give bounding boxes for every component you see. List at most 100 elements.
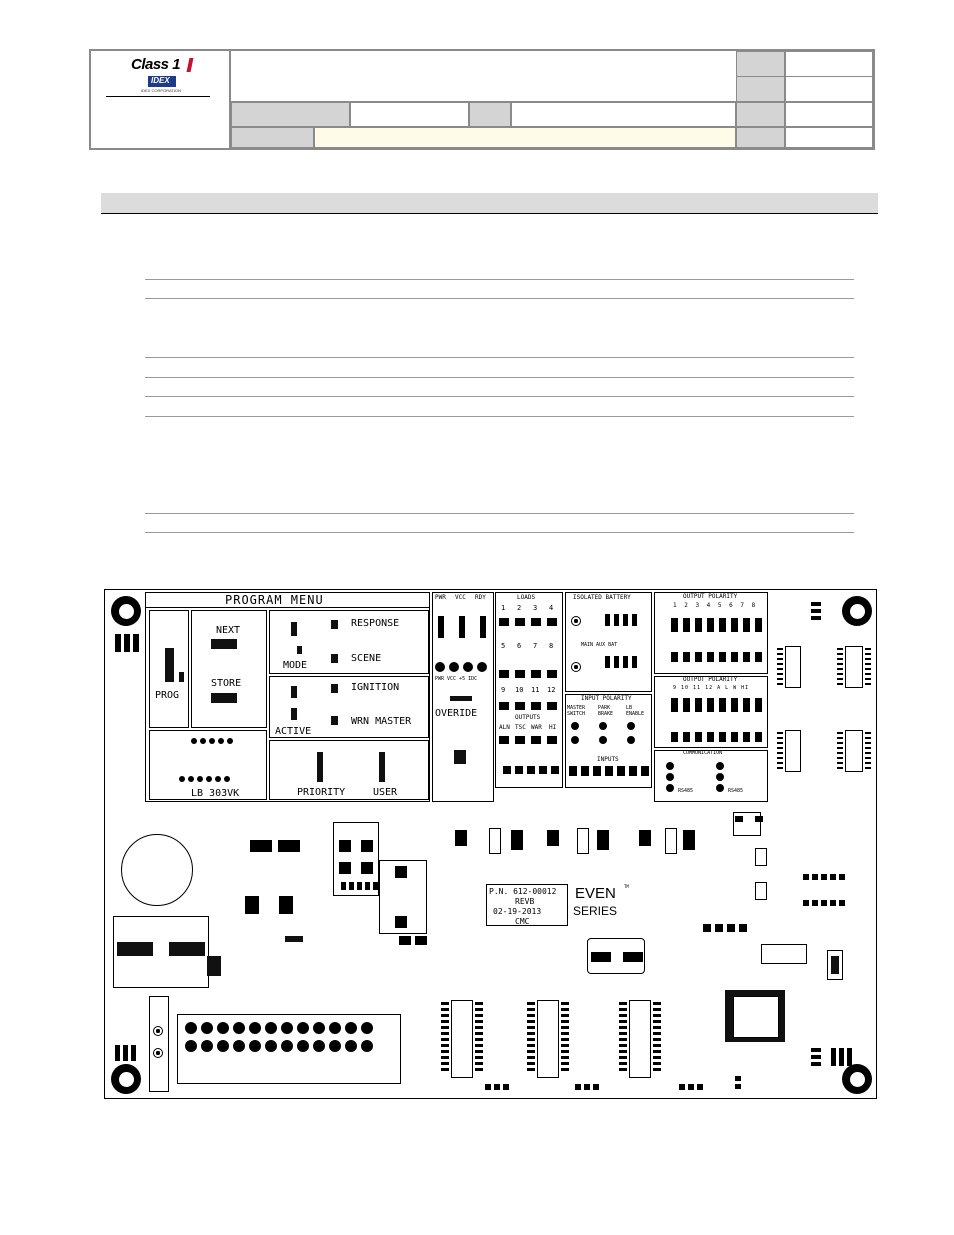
outputs-col: WAR xyxy=(531,724,542,731)
response-led-icon xyxy=(331,620,338,629)
loads-leds xyxy=(499,618,557,626)
loads-row-3: 11 xyxy=(531,686,540,694)
meta-label-2 xyxy=(736,76,785,102)
row4-label xyxy=(231,127,314,148)
lb-enable-label: LB ENABLE xyxy=(626,705,645,717)
comm-test-points-b xyxy=(716,762,724,792)
pwr-label: PWR xyxy=(435,594,446,601)
output-polarity-panel-1 xyxy=(654,592,768,674)
outputs-col: TSC xyxy=(515,724,526,731)
circuit-board-diagram: PROGRAM MENU PROG NEXT STORE LB 303VK RE… xyxy=(104,589,877,1099)
loads-row-3: 12 xyxy=(547,686,556,694)
rs485-a-label: RS485 xyxy=(678,788,694,794)
active-led-icon xyxy=(291,708,297,720)
loads-leds xyxy=(499,702,557,710)
meta-label-3 xyxy=(736,102,785,127)
table-rule xyxy=(145,513,854,514)
ic-pins xyxy=(865,732,871,769)
mounting-hole-icon xyxy=(842,1064,872,1094)
outputs-leds xyxy=(503,766,559,774)
outputs-leds xyxy=(499,736,557,744)
mounting-hole-icon xyxy=(111,596,141,626)
loads-leds xyxy=(499,670,557,678)
bottom-smd-parts xyxy=(485,1084,509,1090)
part-number-text: P.N. 612-00012 xyxy=(489,887,557,896)
table-rule xyxy=(145,416,854,417)
test-points xyxy=(435,662,487,672)
comm-test-points-a xyxy=(666,762,674,792)
meta-value-3 xyxy=(785,102,873,127)
relay-outline xyxy=(761,944,807,964)
table-rule xyxy=(145,377,854,378)
mode-switch-icon xyxy=(291,622,297,636)
electrolytic-cap-outline xyxy=(587,938,645,974)
output-polarity-2-neg-jumpers xyxy=(671,732,762,742)
dip-pins xyxy=(619,1002,627,1071)
diode-pads xyxy=(399,936,427,945)
wrn-master-label: WRN MASTER xyxy=(351,716,412,727)
loads-panel xyxy=(495,592,563,788)
dip-pins xyxy=(441,1002,449,1071)
output-polarity-2-pos-jumpers xyxy=(671,698,762,712)
loads-row-2: 5 xyxy=(501,642,506,650)
idex-corp-text: IDEX CORPORATION xyxy=(141,88,181,93)
bottom-smd-parts xyxy=(575,1084,599,1090)
loads-row-1: 3 xyxy=(533,604,538,612)
status-leds xyxy=(438,616,486,638)
dip-ic xyxy=(451,1000,473,1078)
ic-pins xyxy=(837,648,843,685)
loads-row-1: 4 xyxy=(549,604,554,612)
ignition-led-icon xyxy=(331,684,338,693)
lb-model-label: LB 303VK xyxy=(191,788,240,799)
component-cluster xyxy=(831,1048,852,1066)
component-cluster xyxy=(115,634,139,652)
lb-connector-block xyxy=(149,730,267,800)
output-polarity-1-numbers: 1 2 3 4 5 6 7 8 xyxy=(673,602,758,609)
inputs-leds xyxy=(569,766,649,776)
pwr-vcc-label: PWR VCC +5 IDC xyxy=(435,676,478,682)
power-status-panel xyxy=(432,592,494,802)
outputs-col: HI xyxy=(549,724,557,731)
battery-test-point-icon xyxy=(571,662,581,672)
output-polarity-2-numbers: 9 10 11 12 A L W HI xyxy=(673,685,750,691)
capacitor-icon xyxy=(169,942,205,956)
side-connector-pin-icon xyxy=(153,1048,163,1058)
next-label: NEXT xyxy=(216,625,241,636)
output-polarity-panel-2 xyxy=(654,676,768,748)
ic-pins xyxy=(837,732,843,769)
ic-chip xyxy=(785,730,801,772)
meta-label-1 xyxy=(736,51,785,77)
response-label: RESPONSE xyxy=(351,618,400,629)
idex-text: IDEX xyxy=(151,76,170,85)
output-polarity-1-pos-jumpers xyxy=(671,618,762,632)
rs485-b-label: RS485 xyxy=(728,788,744,794)
logo-cell: Class 1 IDEX IDEX CORPORATION xyxy=(91,51,231,148)
ic-chip xyxy=(845,730,863,772)
fuse-outline xyxy=(827,950,843,980)
output-polarity-1-title: OUTPUT POLARITY xyxy=(683,593,738,600)
dip-ic xyxy=(537,1000,559,1078)
mode-led-icon xyxy=(297,646,302,654)
inputs-title: INPUTS xyxy=(597,756,619,763)
isolated-battery-panel xyxy=(565,592,652,692)
capacitor-icon xyxy=(117,942,153,956)
smd-ic-row xyxy=(455,830,651,846)
priority-user-block xyxy=(269,740,429,800)
prog-led-icon xyxy=(179,672,184,682)
class1-logo: Class 1 xyxy=(131,56,194,74)
meta-value-4 xyxy=(785,127,873,148)
next-store-block xyxy=(191,610,267,728)
dip-pins xyxy=(561,1002,569,1071)
regulator-pads xyxy=(250,840,300,852)
row3-label-a xyxy=(231,102,350,127)
section-heading-bar xyxy=(101,193,878,214)
series-logo-text: SERIES xyxy=(573,904,618,918)
prog-switch-icon xyxy=(165,648,174,682)
bridge-pads xyxy=(341,882,378,890)
ic-pins xyxy=(865,648,871,685)
right-smd-parts xyxy=(803,874,845,880)
even-logo-text: EVEN xyxy=(575,885,616,902)
transformer-pads xyxy=(395,866,407,928)
priority-switch-icon xyxy=(317,752,323,782)
prog-block xyxy=(149,610,189,728)
